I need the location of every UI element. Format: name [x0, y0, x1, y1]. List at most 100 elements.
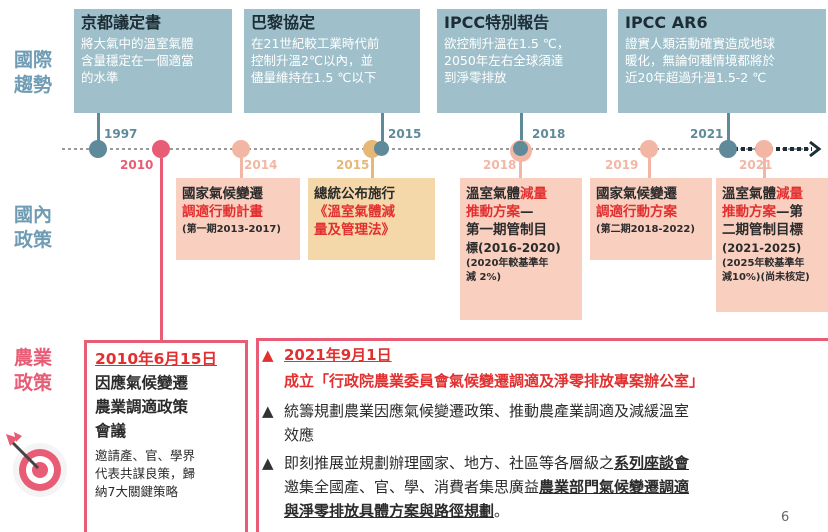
stem-2015: [381, 113, 384, 149]
domestic-policy-line: 《溫室氣體減: [314, 204, 395, 220]
agri-2021-bullet2-text: 統籌規劃農業因應氣候變遷政策、推動農產業調適及減緩溫室: [284, 402, 690, 420]
timeline-dot-2015-intl: [374, 141, 389, 156]
timeline-dot-2010: [152, 140, 170, 158]
intl-event-body-line: 的水準: [81, 70, 119, 85]
intl-event-body-line: 欲控制升溫在1.5 ℃，: [444, 36, 570, 51]
domestic-policy-line: 推動方案—第: [722, 203, 822, 221]
agri-2021-bullet3-emphasis: 系列座談會: [614, 454, 690, 472]
agri-2010-title-line: 農業調適政策: [95, 398, 189, 416]
stem-2014: [240, 158, 243, 180]
domestic-policy-2014: 國家氣候變遷 調適行動計畫 (第一期2013-2017): [176, 178, 300, 260]
timeline-dot-2019: [640, 140, 658, 158]
domestic-policy-line: 標(2016-2020): [466, 241, 561, 255]
timeline-dot-1997: [89, 140, 107, 158]
intl-event-title: IPCC特別報告: [444, 13, 550, 32]
intl-event-body-line: 暖化，無論何種情境都將於: [625, 53, 776, 68]
intl-event-paris: 巴黎協定 在21世紀較工業時代前 控制升溫2℃以內，並 儘量維持在1.5 ℃以下: [244, 9, 420, 113]
agri-2010-date: 2010年6月15日: [95, 350, 217, 368]
agri-2021-bullet3-cont1: 邀集全國產、官、學、消費者集思廣益農業部門氣候變遷調適: [284, 476, 689, 498]
agri-2021-bullet3: ▲即刻推展並規劃辦理國家、地方、社區等各層級之系列座談會: [262, 452, 689, 474]
agri-2021-bullet3-text: 。: [494, 502, 510, 520]
domestic-policy-highlight: 減量: [520, 186, 547, 202]
triangle-bullet-icon: ▲: [262, 454, 274, 472]
agri-2021-date-line: ▲2021年9月1日: [262, 344, 392, 366]
intl-event-title: IPCC AR6: [625, 13, 708, 32]
agri-2010-body-line: 邀請產、官、學界: [95, 448, 196, 463]
agri-2021-box: [256, 338, 828, 532]
domestic-policy-text: 溫室氣體: [466, 186, 520, 202]
intl-event-body: 欲控制升溫在1.5 ℃， 2050年左右全球須達 到淨零排放: [444, 35, 601, 86]
row-label-domestic-line2: 政策: [13, 229, 52, 251]
row-label-agriculture-line2: 政策: [13, 372, 52, 394]
intl-event-body-line: 2050年左右全球須達: [444, 53, 564, 68]
intl-event-body-line: 將大氣中的溫室氣體: [81, 36, 194, 51]
intl-event-ipcc-special: IPCC特別報告 欲控制升溫在1.5 ℃， 2050年左右全球須達 到淨零排放: [437, 9, 607, 113]
intl-event-ipcc-ar6: IPCC AR6 證實人類活動確實造成地球 暖化，無論何種情境都將於 近20年超…: [618, 9, 826, 113]
agri-2010-body-line: 納7大關鍵策略: [95, 484, 178, 499]
agri-2010-title-line: 會議: [95, 422, 127, 440]
domestic-policy-sub: (第二期2018-2022): [596, 224, 695, 235]
timeline-arrow-icon: [809, 140, 822, 158]
agri-2021-bullet3-cont2: 與淨零排放具體方案與路徑規劃。: [284, 500, 509, 522]
domestic-policy-line: 第一期管制目: [466, 222, 547, 238]
year-label: 2015: [388, 127, 422, 141]
intl-event-body: 證實人類活動確實造成地球 暖化，無論何種情境都將於 近20年超過升溫1.5-2 …: [625, 35, 820, 86]
year-label: 2010: [120, 158, 154, 172]
domestic-policy-highlight: 調適行動方案: [596, 204, 677, 220]
domestic-policy-line: 國家氣候變遷: [596, 186, 677, 202]
timeline-dot-2014: [232, 140, 250, 158]
domestic-policy-sub: 減 2%): [466, 272, 502, 283]
stem-2018-dom: [519, 160, 522, 180]
year-label: 2021: [690, 127, 724, 141]
domestic-policy-line: 推動方案—: [466, 203, 576, 221]
intl-event-body-line: 到淨零排放: [444, 70, 507, 85]
row-label-agriculture-line1: 農業: [13, 347, 52, 369]
domestic-policy-sub: 減10%)(尚未核定): [722, 272, 810, 283]
domestic-policy-line: 調適行動計畫: [182, 203, 294, 221]
agri-2021-bullet2: ▲ 統籌規劃農業因應氣候變遷政策、推動農產業調適及減緩溫室: [262, 400, 689, 422]
domestic-policy-text: —: [520, 204, 534, 220]
year-label: 2021: [739, 158, 773, 172]
agri-2021-bullet3-emphasis: 農業部門氣候變遷調適: [539, 478, 690, 496]
agri-2010-body-line: 代表共謀良策，歸: [95, 466, 196, 481]
agri-2010-title: 因應氣候變遷 農業調適政策 會議: [95, 371, 239, 443]
agri-2021-date: 2021年9月1日: [284, 346, 392, 364]
intl-event-kyoto: 京都議定書 將大氣中的溫室氣體 含量穩定在一個適當 的水準: [74, 9, 232, 113]
domestic-policy-highlight: 推動方案: [722, 204, 776, 220]
row-label-domestic: 國內 政策: [8, 203, 58, 253]
domestic-policy-line: 二期管制目標: [722, 222, 803, 238]
timeline-dot-2021: [755, 140, 773, 158]
domestic-policy-text: 溫室氣體: [722, 186, 776, 202]
domestic-policy-2019: 國家氣候變遷 調適行動方案 (第二期2018-2022): [590, 178, 712, 260]
domestic-policy-line: 量及管理法》: [314, 222, 395, 238]
domestic-policy-line: (2021-2025): [722, 241, 802, 255]
target-arrow-icon: [6, 432, 67, 497]
stem-2021: [727, 113, 730, 149]
intl-event-body: 在21世紀較工業時代前 控制升溫2℃以內，並 儘量維持在1.5 ℃以下: [251, 35, 414, 86]
intl-event-title: 巴黎協定: [251, 13, 316, 32]
agri-2010-body: 邀請產、官、學界 代表共謀良策，歸 納7大關鍵策略: [95, 447, 239, 501]
row-label-international-line1: 國際: [13, 49, 52, 71]
agri-2021-bullet3-text: 邀集全國產、官、學、消費者集思廣益: [284, 478, 540, 496]
row-label-domestic-line1: 國內: [13, 204, 52, 226]
timeline-dot-2021-intl: [719, 140, 737, 158]
domestic-policy-sub: (2025年較基準年: [722, 258, 805, 269]
domestic-policy-line: 溫室氣體減量: [466, 185, 576, 203]
domestic-policy-sub: (第一期2013-2017): [182, 224, 281, 235]
triangle-bullet-icon: ▲: [262, 402, 274, 420]
page-number: 6: [781, 510, 790, 525]
domestic-policy-2015: 總統公布施行 《溫室氣體減 量及管理法》: [308, 178, 435, 260]
intl-event-body-line: 近20年超過升溫1.5-2 ℃: [625, 70, 767, 85]
intl-event-body-line: 儘量維持在1.5 ℃以下: [251, 70, 377, 85]
year-label: 1997: [104, 127, 138, 141]
timeline-dot-2018-intl: [513, 141, 528, 156]
agri-2021-bullet2-cont: 效應: [284, 426, 315, 444]
domestic-policy-text: —第: [776, 204, 803, 220]
intl-event-body: 將大氣中的溫室氣體 含量穩定在一個適當 的水準: [81, 35, 226, 86]
domestic-policy-highlight: 推動方案: [466, 204, 520, 220]
agri-2021-bullet3-emphasis: 與淨零排放具體方案與路徑規劃: [284, 502, 495, 520]
row-label-international: 國際 趨勢: [8, 48, 58, 98]
intl-event-body-line: 在21世紀較工業時代前: [251, 36, 380, 51]
intl-event-body-line: 控制升溫2℃以內，並: [251, 53, 373, 68]
intl-event-body-line: 證實人類活動確實造成地球: [625, 36, 776, 51]
